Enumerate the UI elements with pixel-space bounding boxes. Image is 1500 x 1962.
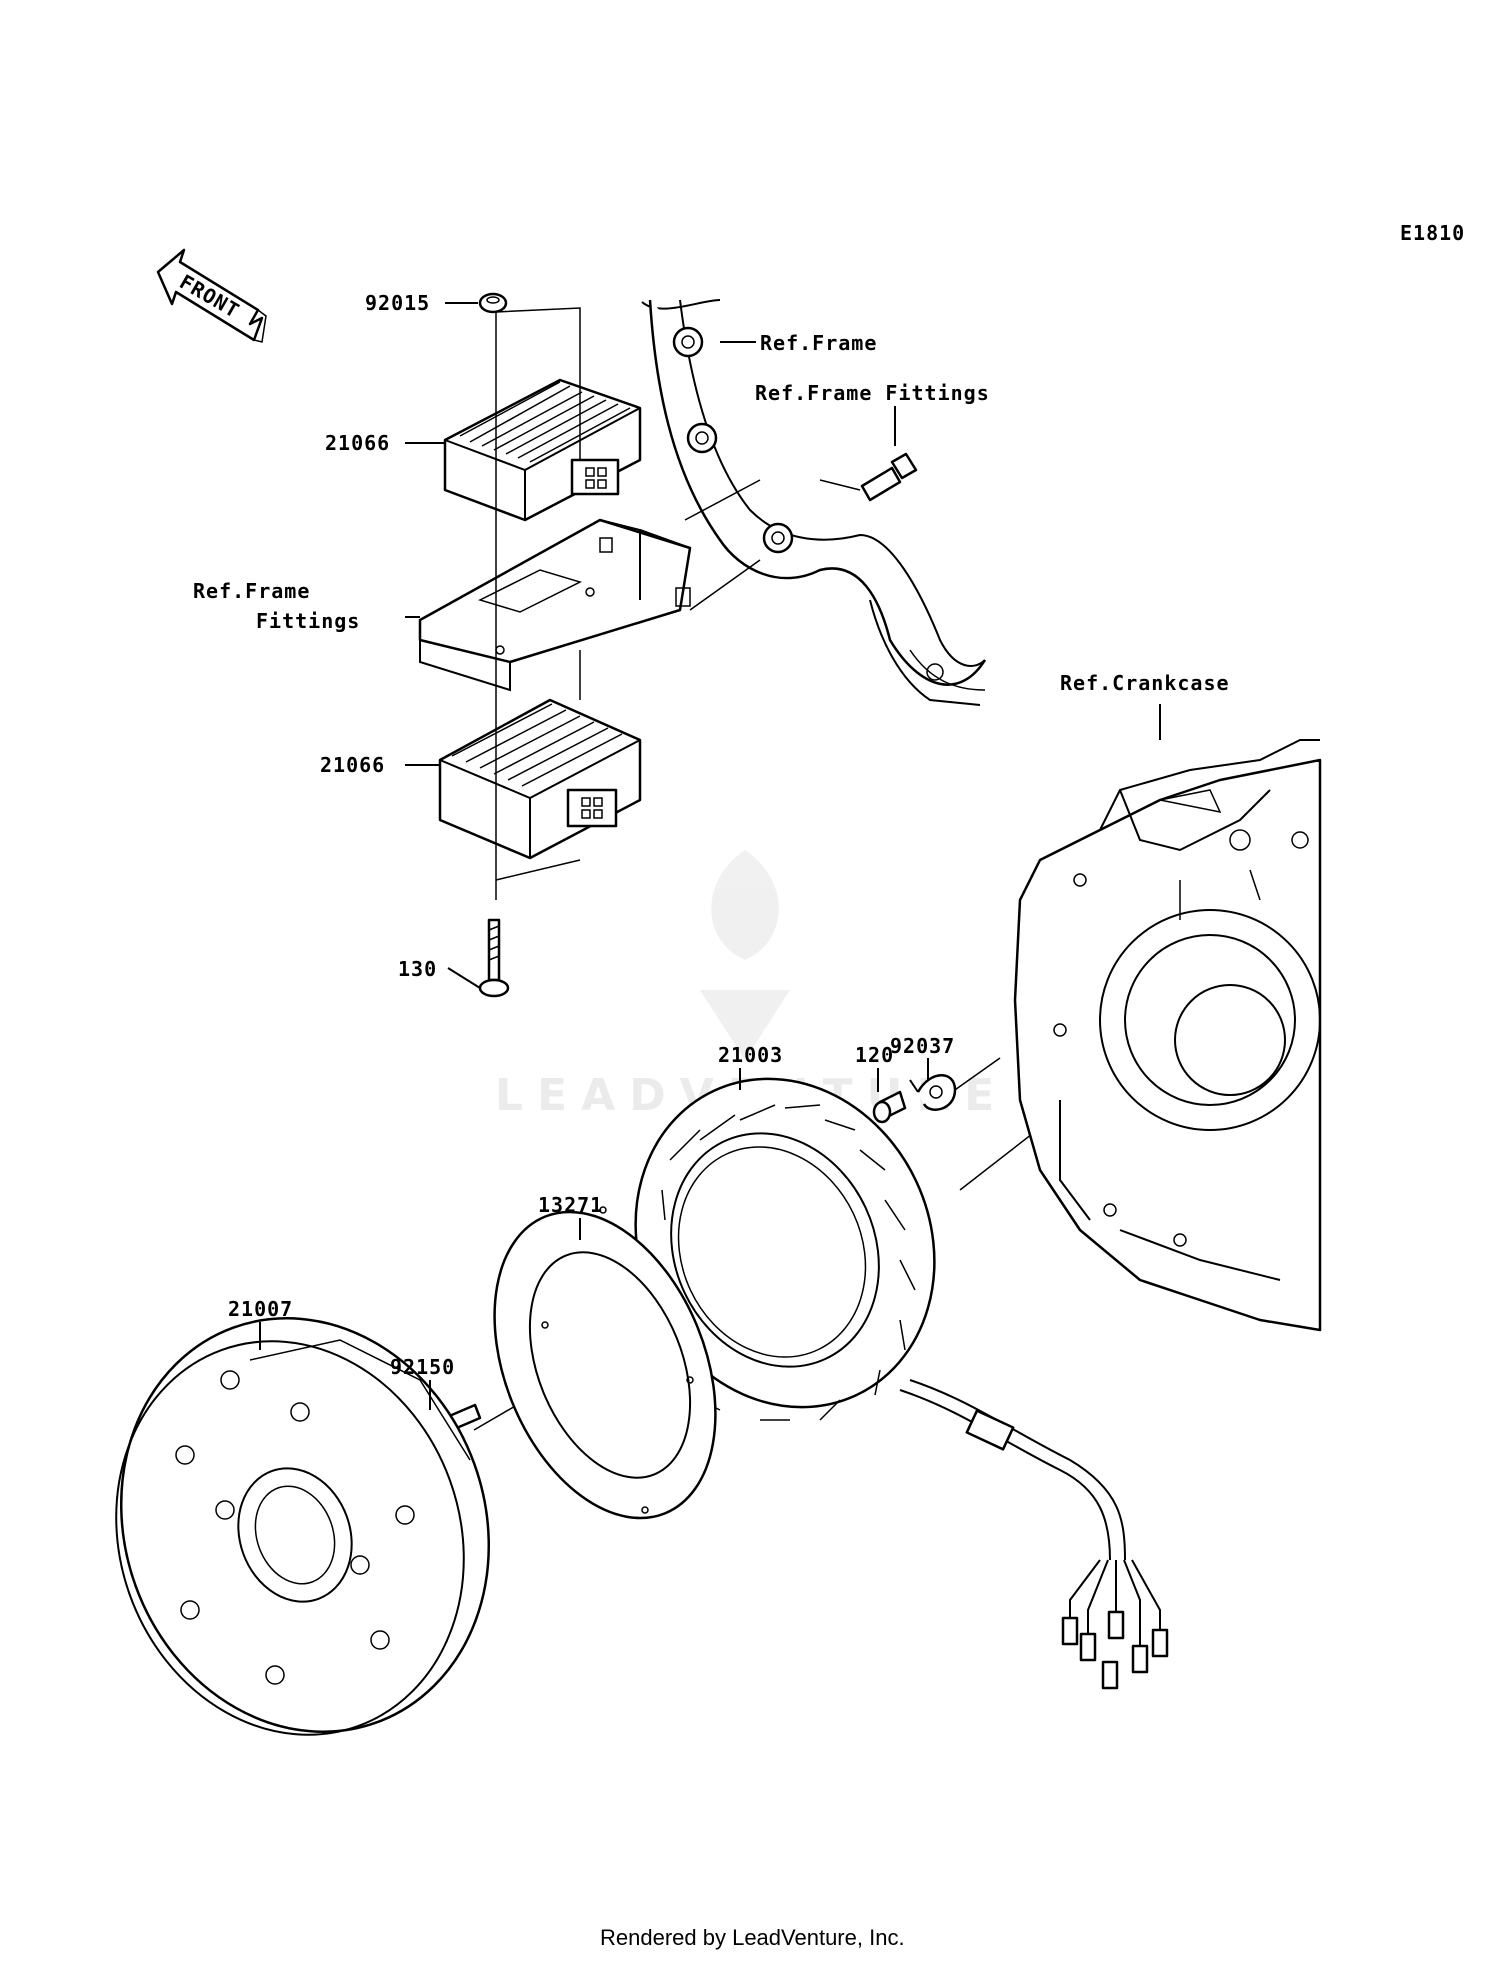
rotor	[115, 1317, 491, 1736]
stator	[634, 1077, 1169, 1690]
regulator-lower	[438, 698, 642, 860]
bolt-long	[478, 918, 510, 998]
frame-fittings-bolt	[860, 452, 918, 502]
callout-21003: 21003	[718, 1043, 783, 1067]
diagram-code: E1810	[1400, 221, 1465, 245]
callout-ref-crankcase: Ref.Crankcase	[1060, 671, 1230, 695]
callout-120: 120	[855, 1043, 894, 1067]
callout-ref-frame-fittings-right: Ref.Frame Fittings	[755, 381, 990, 405]
bracket	[418, 518, 692, 692]
callout-92037: 92037	[890, 1034, 955, 1058]
callout-21066-lower: 21066	[320, 753, 385, 777]
nut	[478, 292, 508, 314]
frame-outline	[641, 299, 987, 706]
leader-lines	[259, 302, 1161, 1410]
callout-130: 130	[398, 957, 437, 981]
callout-21007: 21007	[228, 1297, 293, 1321]
wire-connectors	[1061, 1559, 1169, 1690]
callout-ref-frame: Ref.Frame	[760, 331, 877, 355]
callout-ref-frame-fittings-left-1: Ref.Frame	[193, 579, 310, 603]
gasket	[493, 1206, 717, 1520]
front-label: FRONT	[176, 270, 244, 323]
callout-92015: 92015	[365, 291, 430, 315]
footer-credit: Rendered by LeadVenture, Inc.	[600, 1925, 905, 1950]
callout-21066-upper: 21066	[325, 431, 390, 455]
callout-92150: 92150	[390, 1355, 455, 1379]
regulator-upper	[443, 378, 642, 522]
front-arrow-icon: FRONT	[156, 248, 267, 343]
callout-13271: 13271	[538, 1193, 603, 1217]
bolt-small	[872, 1090, 907, 1124]
clamp	[909, 1074, 957, 1111]
crankcase	[1013, 739, 1322, 1332]
callout-ref-frame-fittings-left-2: Fittings	[256, 609, 360, 633]
